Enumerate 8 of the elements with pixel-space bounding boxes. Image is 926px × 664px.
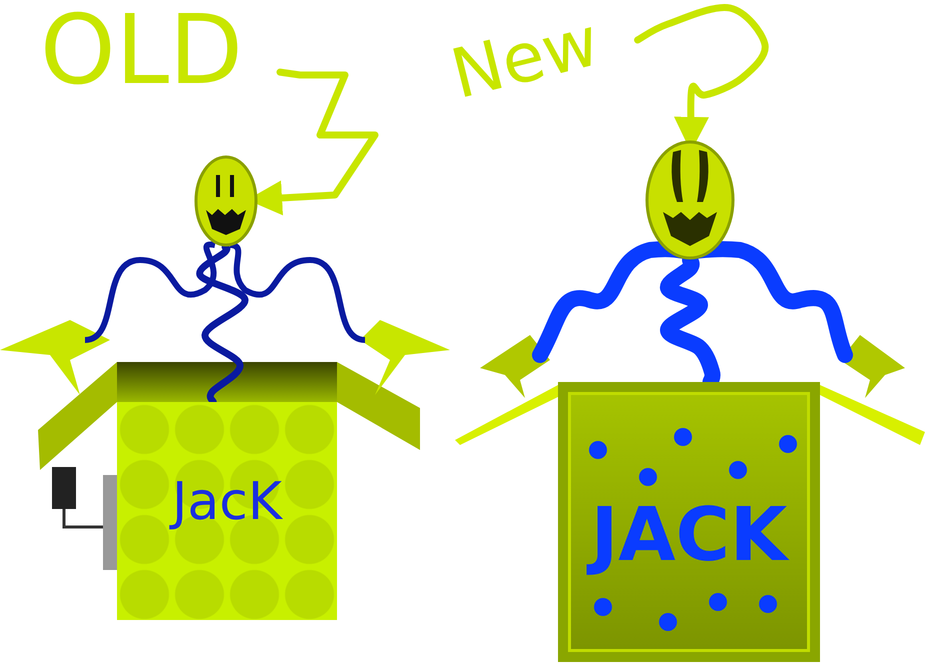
heading-text: New: [444, 6, 606, 112]
box-lettering: JACK: [568, 492, 810, 578]
jack-head-drawing: [194, 155, 258, 247]
box-front: [117, 402, 337, 620]
box-lettering: JacK: [117, 472, 337, 532]
box-front: [558, 382, 820, 662]
heading-text: OLD: [40, 0, 243, 101]
jack-head-drawing: [645, 140, 735, 260]
